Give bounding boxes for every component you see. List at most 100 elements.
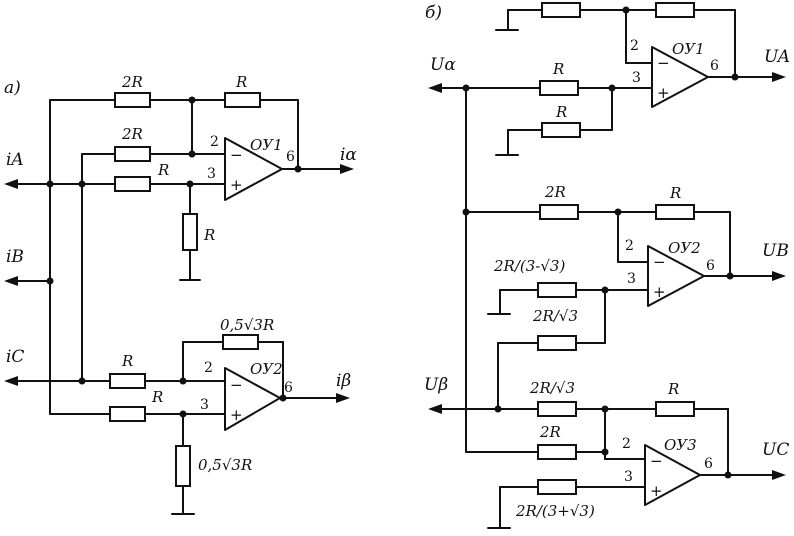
label-R: R: [203, 226, 215, 244]
resistor-2R: [539, 204, 579, 220]
arrow-ialpha: [340, 164, 354, 174]
resistor-R: [109, 406, 146, 422]
pin-3: 3: [624, 469, 633, 485]
label-R: R: [235, 73, 247, 91]
junction: [724, 471, 732, 479]
junction: [46, 180, 54, 188]
arrow-iC: [4, 376, 18, 386]
opamp-minus: −: [657, 54, 670, 72]
arrow-iB: [4, 276, 18, 286]
arrow-iA: [4, 179, 18, 189]
resistor-R: [114, 176, 151, 192]
opamp-plus: +: [653, 283, 666, 301]
junction: [494, 405, 502, 413]
pin-3: 3: [207, 166, 216, 182]
opamp-label-oy2: ОУ2: [250, 360, 283, 378]
opamp-label-oy3: ОУ3: [664, 436, 697, 454]
terminal-ialpha: iα: [340, 145, 357, 165]
opamp-oy1-b: [651, 46, 709, 108]
junction: [294, 165, 302, 173]
terminal-iB: iB: [6, 247, 24, 267]
label-2R-sqrt3: 2R/√3: [529, 379, 575, 397]
resistor-0.5sqrt3R-feedback: [222, 334, 259, 350]
pin-6: 6: [284, 380, 293, 396]
arrow-UA: [772, 72, 786, 82]
terminal-UC: UC: [762, 440, 789, 460]
opamp-oy2-a: [224, 367, 281, 431]
pin-3: 3: [627, 271, 636, 287]
arrow-UB: [772, 271, 786, 281]
pin-6: 6: [706, 258, 715, 274]
label-R: R: [555, 103, 567, 121]
junction: [601, 448, 609, 456]
arrow-ubeta: [428, 404, 442, 414]
terminal-ubeta: Uβ: [424, 375, 448, 395]
resistor-R-feedback: [655, 401, 695, 417]
resistor-R-feedback-1: [224, 92, 261, 108]
label-R: R: [157, 161, 169, 179]
label-0.5sqrt3R: 0,5√3R: [220, 316, 274, 334]
label-0.5sqrt3R: 0,5√3R: [198, 456, 252, 474]
junction: [179, 377, 187, 385]
arrow-ualpha: [428, 83, 442, 93]
pin-3: 3: [200, 397, 209, 413]
label-2R: 2R: [544, 183, 566, 201]
resistor-2R: [114, 92, 151, 108]
panel-a-label: a): [4, 78, 21, 98]
opamp-oy2-b: [647, 245, 705, 307]
opamp-plus: +: [657, 84, 670, 102]
pin-6: 6: [286, 149, 295, 165]
junction: [726, 272, 734, 280]
pin-2: 2: [204, 360, 213, 376]
label-R: R: [151, 388, 163, 406]
resistor-R: [109, 373, 146, 389]
label-2R: 2R: [121, 73, 143, 91]
junction: [731, 73, 739, 81]
terminal-ibeta: iβ: [336, 371, 351, 391]
label-2R-3-plus-sqrt3: 2R/(3+√3): [515, 502, 595, 520]
opamp-minus: −: [650, 452, 663, 470]
resistor-R-feedback: [655, 204, 695, 220]
opamp-minus: −: [230, 146, 243, 164]
panel-b-label: б): [425, 3, 442, 23]
opamp-oy1: [224, 137, 283, 201]
opamp-minus: −: [653, 253, 666, 271]
label-2R-3-minus-sqrt3: 2R/(3-√3): [493, 257, 565, 275]
resistor-0.5sqrt3R-ground: [175, 445, 191, 487]
resistor-2R-3-minus-sqrt3: [537, 282, 577, 298]
resistor-2R: [537, 444, 577, 460]
junction: [78, 180, 86, 188]
opamp-oy3: [644, 444, 701, 506]
pin-6: 6: [704, 456, 713, 472]
label-2R: 2R: [539, 423, 561, 441]
pin-2: 2: [210, 134, 219, 150]
label-R: R: [121, 352, 133, 370]
resistor-2R-sqrt3: [537, 335, 577, 351]
panel-b: б) Uα R R − + 2 3 6 ОУ1: [424, 2, 790, 529]
panel-a: a) 2R R 2R iA R R: [4, 73, 357, 515]
opamp-label-oy1: ОУ1: [672, 40, 705, 58]
pin-2: 2: [625, 238, 634, 254]
resistor-2R: [114, 146, 151, 162]
terminal-UA: UA: [764, 47, 790, 67]
junction: [279, 394, 287, 402]
resistor: [541, 2, 581, 18]
pin-2: 2: [622, 436, 631, 452]
label-2R-sqrt3: 2R/√3: [532, 307, 578, 325]
opamp-plus: +: [230, 406, 243, 424]
label-R: R: [669, 184, 681, 202]
resistor-R-ground: [182, 213, 198, 251]
opamp-label-oy1: ОУ1: [250, 136, 283, 154]
terminal-iA: iA: [6, 150, 24, 170]
junction: [46, 277, 54, 285]
junction: [78, 377, 86, 385]
terminal-iC: iC: [6, 347, 24, 367]
resistor-feedback: [655, 2, 695, 18]
opamp-plus: +: [650, 482, 663, 500]
resistor-R: [539, 80, 579, 96]
junction: [188, 150, 196, 158]
pin-2: 2: [630, 38, 639, 54]
terminal-ualpha: Uα: [430, 55, 456, 75]
resistor-2R-3-plus-sqrt3: [537, 479, 577, 495]
resistor-R: [541, 122, 581, 138]
